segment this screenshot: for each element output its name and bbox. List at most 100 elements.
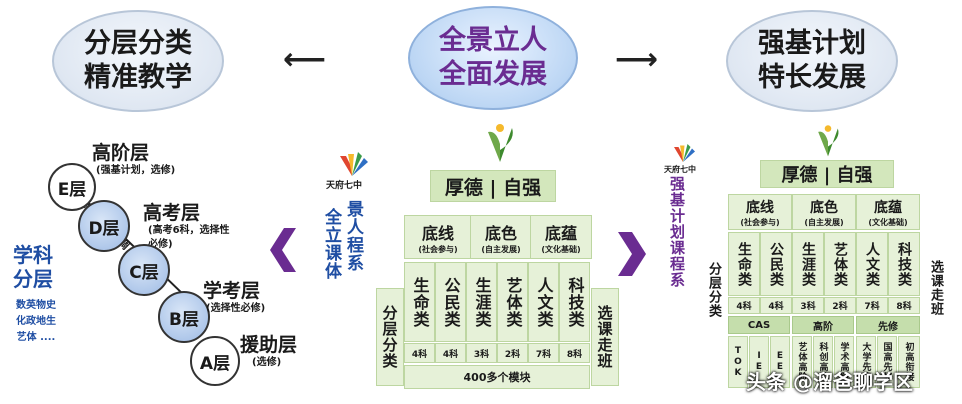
right-category-box: 艺体类 [824, 232, 856, 296]
center-group-box: 底蕴 (文化基础) [530, 215, 592, 259]
right-category-box: 生命类 [728, 232, 760, 296]
oval-whole-development: 全景立人 全面发展 [408, 6, 578, 110]
group-sub: (文化基础) [541, 244, 581, 254]
right-category-box: 人文类 [856, 232, 888, 296]
strong-base-system-label: 强基计划课程系 [668, 176, 686, 288]
left-arrow-icon: ⟵ [283, 42, 327, 77]
subject-row: 艺体 .... [16, 332, 56, 343]
layer-b-title: 学考层 [203, 280, 261, 302]
category-box: 生命类 [404, 262, 435, 342]
count-box: 3科 [466, 343, 497, 363]
oval-layered-teaching: 分层分类 精准教学 [52, 10, 224, 112]
category-box: 科技类 [559, 262, 590, 342]
right-count-box: 2科 [824, 297, 856, 314]
pill-preparatory: 先修 [856, 316, 920, 334]
group-name: 底线 [746, 199, 774, 216]
layer-a-title: 援助层 [240, 334, 298, 356]
school-logo-small-icon [674, 144, 695, 162]
bottom-item-box: 国高先修 [877, 336, 897, 388]
subject-row: 化政地生 [16, 316, 56, 327]
bottom-item-box: 艺体高阶 [792, 336, 812, 388]
oval-strong-base: 强基计划 特长发展 [726, 10, 898, 112]
layer-e-circle: E层 [48, 163, 96, 211]
bottom-item-box: 初高衔接 [898, 336, 920, 388]
layer-a-circle: A层 [190, 336, 240, 386]
pill-advanced: 高阶 [792, 316, 854, 334]
layer-d-circle: D层 [78, 200, 130, 252]
oval-line: 特长发展 [758, 62, 866, 93]
subject-title-line: 学科 [13, 243, 53, 267]
oval-line: 强基计划 [758, 28, 866, 59]
center-group-box: 底色 (自主发展) [470, 215, 532, 259]
layer-b-note: (选择性必修) [206, 303, 266, 314]
subject-list: 数英物史 化政地生 艺体 .... [4, 298, 68, 346]
layer-e-title: 高阶层 [92, 142, 150, 164]
group-sub: (社会参与) [740, 217, 780, 227]
chevron-right-icon [618, 232, 646, 276]
layer-c-circle: C层 [118, 244, 170, 296]
group-name: 底线 [421, 223, 454, 243]
bottom-item-box: 学术高阶 [834, 336, 854, 388]
school-logo-icon [340, 152, 368, 176]
count-box: 4科 [435, 343, 466, 363]
category-box: 生涯类 [466, 262, 497, 342]
center-left-label: 分层分类 [376, 288, 404, 386]
right-category-box: 生涯类 [792, 232, 824, 296]
school-logo-small-text: 天府七中 [664, 165, 696, 174]
group-name: 底色 [810, 199, 838, 216]
category-box: 艺体类 [497, 262, 528, 342]
right-count-box: 4科 [728, 297, 760, 314]
right-count-box: 3科 [792, 297, 824, 314]
oval-line: 全景立人 [439, 25, 547, 56]
layer-d-title: 高考层 [143, 202, 201, 224]
right-category-box: 公民类 [760, 232, 792, 296]
subject-row: 数英物史 [16, 300, 56, 311]
layer-b-circle: B层 [158, 291, 210, 343]
bottom-item-box: 大学先修 [856, 336, 876, 388]
bottom-item-box: TOK [728, 336, 748, 388]
watermark-text: 头条 @溜爸聊学区 [746, 370, 913, 394]
chevron-left-icon [270, 228, 296, 272]
group-sub: (文化基础) [868, 217, 908, 227]
right-tree-logo-icon [818, 125, 839, 157]
right-count-box: 4科 [760, 297, 792, 314]
center-system-label-right: 景人程系 [343, 200, 363, 272]
bottom-item-box: IE [749, 336, 769, 388]
count-box: 7科 [528, 343, 559, 363]
right-count-box: 7科 [856, 297, 888, 314]
group-sub: (自主发展) [481, 244, 521, 254]
oval-line: 全面发展 [439, 59, 547, 90]
oval-line: 分层分类 [84, 28, 192, 59]
layer-d-note: (高考6科，选择性必修) [148, 225, 230, 250]
right-group-box: 底色 (自主发展) [792, 194, 856, 230]
right-category-box: 科技类 [888, 232, 920, 296]
subject-layer-title: 学科 分层 [8, 243, 58, 291]
oval-line: 精准教学 [84, 62, 192, 93]
center-top-box: 厚德 | 自强 [430, 170, 556, 202]
school-logo-text: 天府七中 [326, 181, 363, 191]
group-name: 底色 [484, 223, 517, 243]
group-sub: (社会参与) [418, 244, 458, 254]
group-name: 底蕴 [874, 199, 902, 216]
subject-title-line: 分层 [13, 267, 53, 291]
right-count-box: 8科 [888, 297, 920, 314]
right-arrow-icon: ⟶ [615, 42, 659, 77]
right-left-label: 分层分类 [706, 262, 721, 318]
bottom-item-box: 科创高阶 [813, 336, 833, 388]
group-sub: (自主发展) [804, 217, 844, 227]
layer-e-note: (强基计划，选修) [96, 165, 176, 176]
center-tree-logo-icon [488, 124, 513, 162]
center-bottom-box: 400多个模块 [404, 365, 590, 389]
center-right-label: 选课走班 [591, 288, 619, 386]
center-group-box: 底线 (社会参与) [404, 215, 472, 259]
pill-cas: CAS [728, 316, 790, 334]
right-group-box: 底线 (社会参与) [728, 194, 792, 230]
category-box: 人文类 [528, 262, 559, 342]
right-right-label: 选课走班 [928, 260, 943, 316]
center-system-label-left: 全立课体 [321, 208, 341, 280]
count-box: 4科 [404, 343, 435, 363]
right-top-box: 厚德 | 自强 [760, 160, 894, 188]
layer-a-note: (选修) [252, 357, 282, 368]
count-box: 2科 [497, 343, 528, 363]
bottom-item-box: EE [770, 336, 790, 388]
